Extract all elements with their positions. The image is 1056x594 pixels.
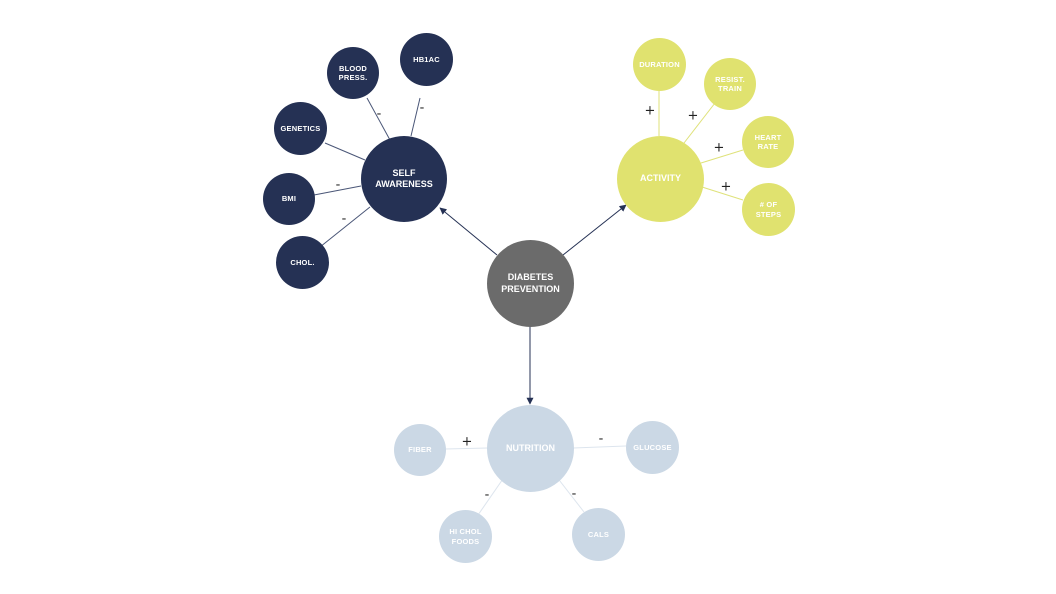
glucose-node[interactable]: GLUCOSE xyxy=(626,421,679,474)
hb1ac-label: HB1AC xyxy=(413,54,440,64)
link-activity-steps xyxy=(701,186,744,201)
heart-rate-node[interactable]: HEART RATE xyxy=(742,116,794,168)
fiber-label: FIBER xyxy=(408,445,432,455)
resist-train-label: RESIST. TRAIN xyxy=(715,74,745,93)
arrow-center-to-awareness xyxy=(439,207,498,256)
hb1ac-node[interactable]: HB1AC xyxy=(400,33,453,86)
sign-hb1ac: - xyxy=(419,100,425,116)
sign-blood-press: - xyxy=(376,106,382,122)
genetics-label: GENETICS xyxy=(280,123,321,133)
steps-label: # OF STEPS xyxy=(755,200,782,219)
link-awareness-bmi xyxy=(313,185,362,196)
link-awareness-blood-press xyxy=(366,97,391,141)
cals-label: CALS xyxy=(587,529,610,539)
sign-heart-rate: + xyxy=(713,140,725,156)
link-nutrition-glucose xyxy=(572,445,627,449)
heart-rate-label: HEART RATE xyxy=(754,132,782,151)
duration-label: DURATION xyxy=(639,59,680,69)
sign-hi-chol-foods: - xyxy=(484,487,490,503)
link-nutrition-fiber xyxy=(444,447,489,450)
hi-chol-foods-label: HI CHOL FOODS xyxy=(449,527,482,546)
link-activity-resist-train xyxy=(683,102,716,144)
arrow-center-to-activity xyxy=(562,204,627,256)
fiber-node[interactable]: FIBER xyxy=(394,424,446,476)
bmi-label: BMI xyxy=(281,194,297,204)
link-awareness-chol xyxy=(319,206,371,248)
chol-node[interactable]: CHOL. xyxy=(276,236,329,289)
glucose-label: GLUCOSE xyxy=(633,442,672,452)
resist-train-node[interactable]: RESIST. TRAIN xyxy=(704,58,756,110)
steps-node[interactable]: # OF STEPS xyxy=(742,183,795,236)
sign-resist-train: + xyxy=(687,108,699,124)
awareness-label: SELF AWARENESS xyxy=(375,167,433,189)
duration-node[interactable]: DURATION xyxy=(633,38,686,91)
nutrition-label: NUTRITION xyxy=(506,442,555,453)
sign-duration: + xyxy=(644,103,656,119)
link-nutrition-hi-chol xyxy=(477,475,506,516)
sign-steps: + xyxy=(720,179,732,195)
cals-node[interactable]: CALS xyxy=(572,508,625,561)
link-activity-heart-rate xyxy=(700,149,744,164)
sign-cals: - xyxy=(571,486,577,502)
blood-press-node[interactable]: BLOOD PRESS. xyxy=(327,47,379,99)
center-label: DIABETES PREVENTION xyxy=(501,272,560,294)
nutrition-node[interactable]: NUTRITION xyxy=(487,405,574,492)
hi-chol-foods-node[interactable]: HI CHOL FOODS xyxy=(439,510,492,563)
center-node[interactable]: DIABETES PREVENTION xyxy=(487,240,574,327)
chol-label: CHOL. xyxy=(290,257,315,267)
link-nutrition-cals xyxy=(555,475,585,513)
sign-chol: - xyxy=(341,211,347,227)
bmi-node[interactable]: BMI xyxy=(263,173,315,225)
activity-label: ACTIVITY xyxy=(639,173,681,184)
genetics-node[interactable]: GENETICS xyxy=(274,102,327,155)
sign-fiber: + xyxy=(461,434,473,450)
link-awareness-hb1ac xyxy=(410,97,421,137)
sign-glucose: - xyxy=(598,431,604,447)
blood-press-label: BLOOD PRESS. xyxy=(338,63,368,82)
awareness-node[interactable]: SELF AWARENESS xyxy=(361,136,447,222)
link-awareness-genetics xyxy=(324,142,366,161)
activity-node[interactable]: ACTIVITY xyxy=(617,136,704,222)
sign-bmi: - xyxy=(335,177,341,193)
